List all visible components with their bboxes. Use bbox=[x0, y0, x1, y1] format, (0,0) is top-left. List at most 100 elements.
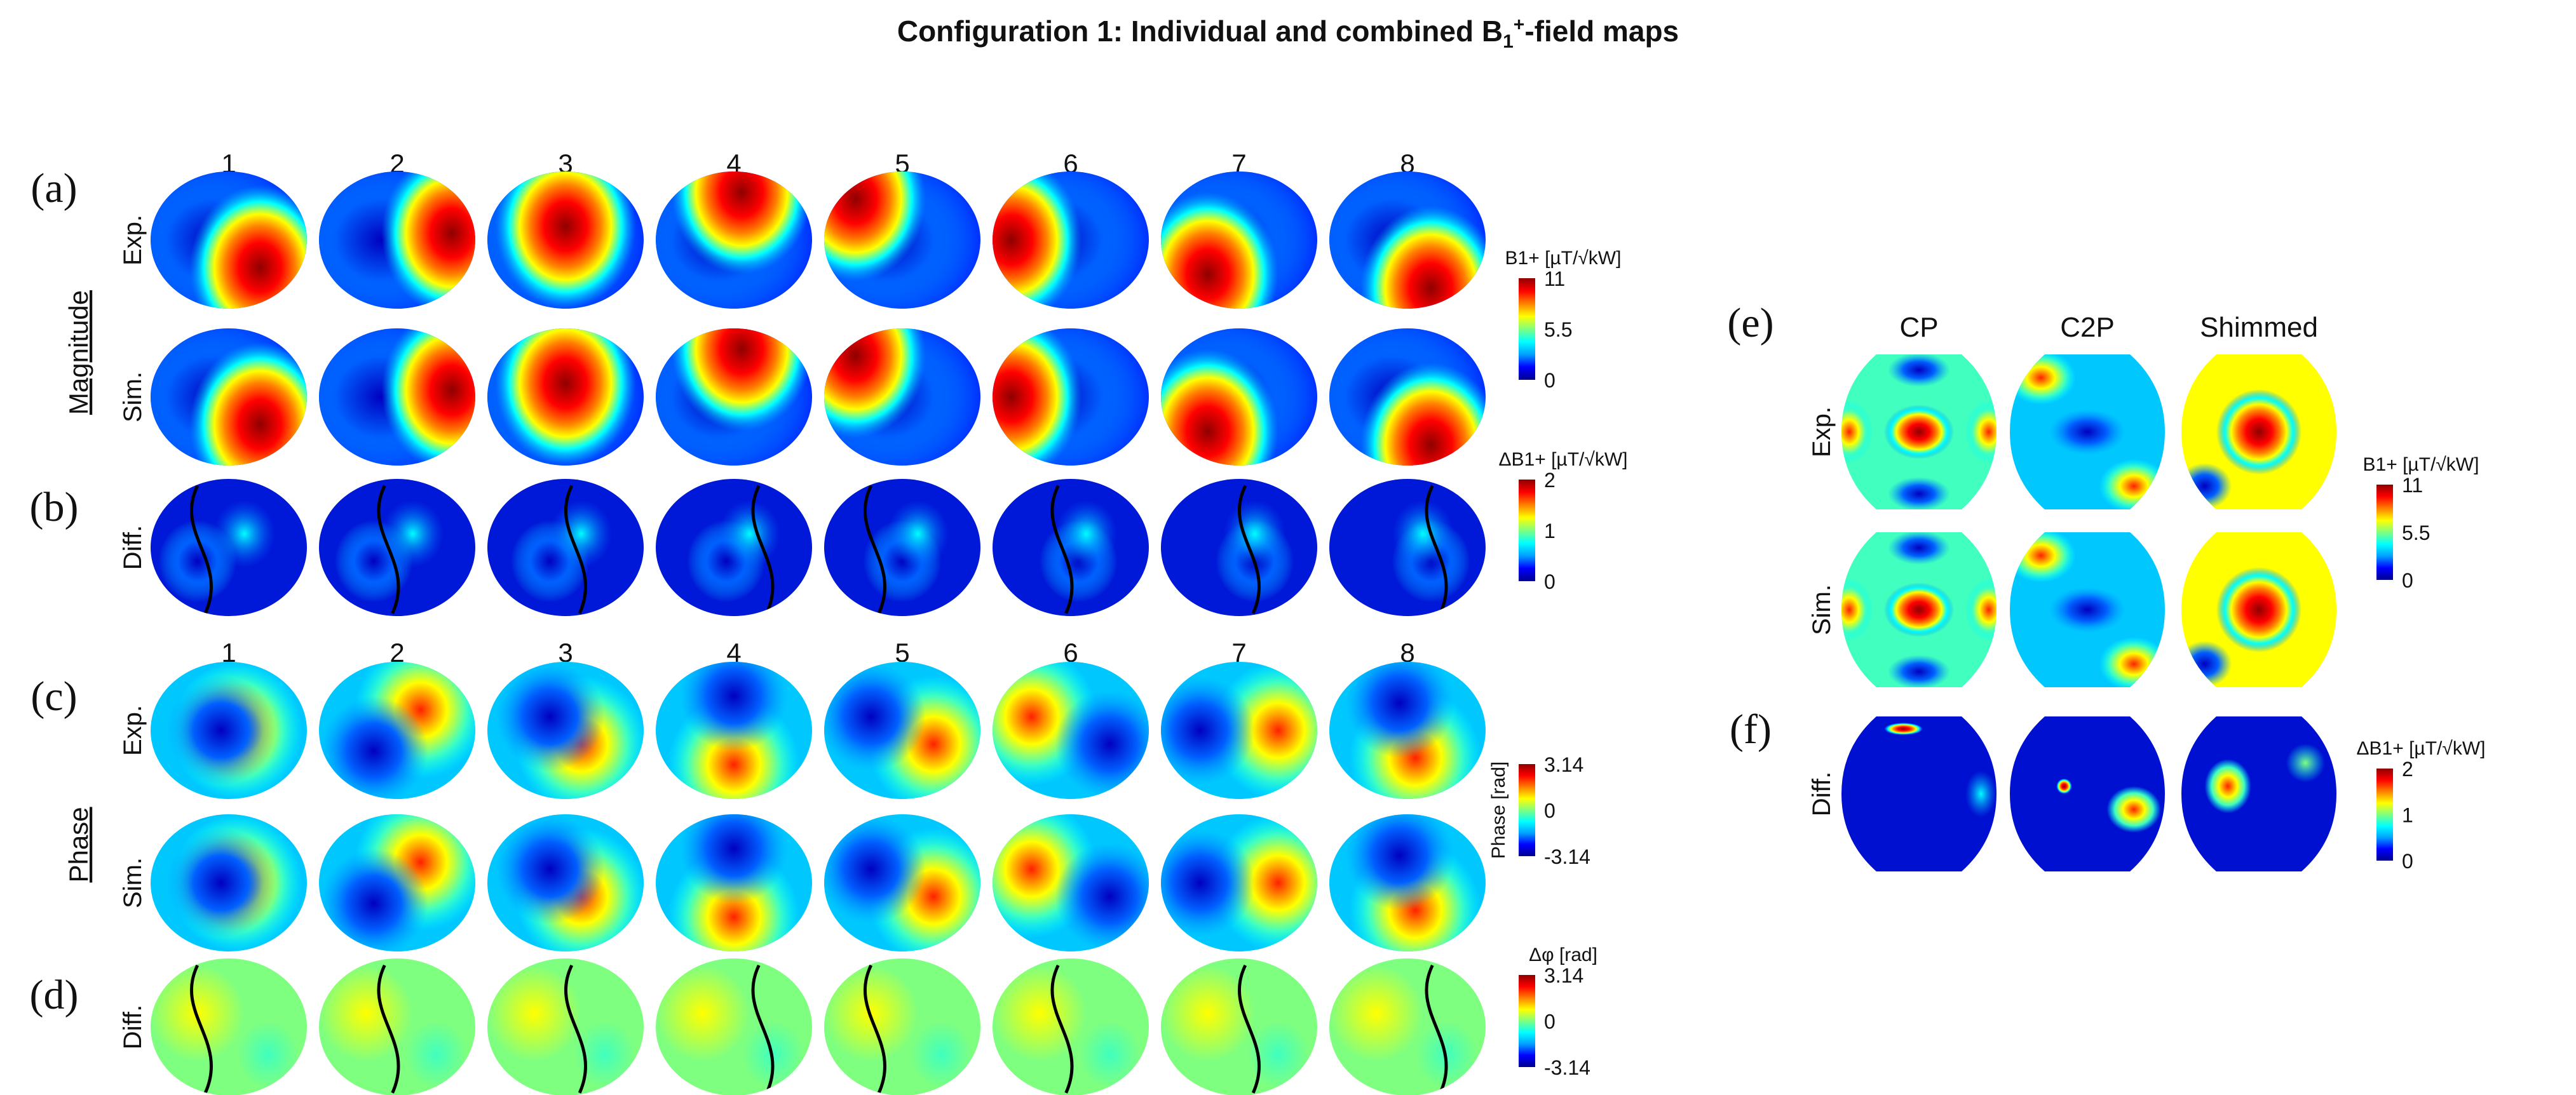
field-map bbox=[487, 958, 644, 1095]
panel-label-e: (e) bbox=[1727, 300, 1773, 346]
channel-number: 2 bbox=[390, 149, 404, 178]
field-map bbox=[2181, 354, 2336, 509]
field-map bbox=[993, 479, 1149, 616]
colorbar-tick: 2 bbox=[2402, 758, 2413, 781]
field-map bbox=[1329, 958, 1486, 1095]
field-map bbox=[1161, 171, 1317, 309]
colorbar-label: B1+ [µT/√kW] bbox=[2363, 454, 2479, 475]
field-map bbox=[319, 479, 475, 616]
colorbar-tick: 0 bbox=[2402, 850, 2413, 873]
field-map bbox=[2181, 716, 2336, 871]
row-label-sim: Sim. bbox=[1808, 584, 1836, 635]
colorbar-tick: 11 bbox=[2402, 474, 2423, 497]
colorbar-label: Δφ [rad] bbox=[1529, 944, 1597, 965]
field-map bbox=[151, 958, 307, 1095]
field-map bbox=[1329, 171, 1486, 309]
panel-label-f: (f) bbox=[1730, 706, 1772, 753]
row-label-sim: Sim. bbox=[119, 857, 147, 908]
field-map bbox=[151, 814, 307, 951]
field-map bbox=[2010, 532, 2165, 687]
field-map bbox=[656, 662, 812, 799]
field-map bbox=[993, 171, 1149, 309]
channel-number: 7 bbox=[1231, 638, 1246, 668]
field-map bbox=[1161, 479, 1317, 616]
field-map bbox=[487, 171, 644, 309]
channel-number: 5 bbox=[895, 149, 909, 178]
field-map bbox=[1329, 662, 1486, 799]
field-map bbox=[1329, 479, 1486, 616]
field-map bbox=[487, 328, 644, 466]
row-label-exp: Exp. bbox=[119, 705, 147, 756]
colorbar-tick: 0 bbox=[2402, 569, 2413, 592]
field-map bbox=[993, 814, 1149, 951]
row-label-exp: Exp. bbox=[119, 215, 147, 265]
field-map bbox=[656, 814, 812, 951]
colorbar-tick: 0 bbox=[1544, 800, 1556, 823]
shim-mode-label: CP bbox=[1899, 312, 1938, 343]
colorbar-tick: 5.5 bbox=[1544, 318, 1572, 341]
panel-label-d: (d) bbox=[30, 972, 79, 1018]
colorbar-b1: 11 5.5 0 B1+ [µT/√kW] bbox=[1505, 248, 1622, 392]
field-map bbox=[487, 479, 644, 616]
channel-number: 4 bbox=[726, 149, 741, 178]
channel-number: 3 bbox=[558, 149, 573, 178]
colorbar-tick: 3.14 bbox=[1544, 964, 1583, 987]
field-map bbox=[656, 171, 812, 309]
field-map bbox=[1841, 716, 1996, 871]
field-map bbox=[1161, 328, 1317, 466]
row-label-sim: Sim. bbox=[119, 372, 147, 422]
field-map bbox=[656, 479, 812, 616]
channel-number: 6 bbox=[1063, 149, 1078, 178]
field-map bbox=[993, 958, 1149, 1095]
colorbar-tick: 3.14 bbox=[1544, 753, 1583, 776]
colorbar-tick: 0 bbox=[1544, 369, 1556, 392]
field-map bbox=[151, 479, 307, 616]
field-map bbox=[1161, 662, 1317, 799]
colorbar-tick: 5.5 bbox=[2402, 521, 2430, 544]
field-map bbox=[1329, 814, 1486, 951]
field-map bbox=[824, 814, 980, 951]
colorbar-tick: 11 bbox=[1544, 267, 1565, 290]
field-map bbox=[319, 662, 475, 799]
field-map bbox=[824, 328, 980, 466]
group-label-phase: Phase bbox=[64, 807, 93, 882]
field-map bbox=[1841, 354, 1996, 509]
field-map bbox=[824, 479, 980, 616]
field-map bbox=[1841, 532, 1996, 687]
field-map bbox=[2181, 532, 2336, 687]
field-map bbox=[319, 171, 475, 309]
row-label-diff: Diff. bbox=[1808, 772, 1836, 816]
figure-title: Configuration 1: Individual and combined… bbox=[897, 14, 1679, 53]
field-map bbox=[487, 814, 644, 951]
field-map bbox=[2010, 354, 2165, 509]
panel-label-b: (b) bbox=[30, 484, 79, 530]
channel-number: 4 bbox=[726, 638, 741, 668]
group-label-magnitude: Magnitude bbox=[64, 290, 93, 415]
field-map bbox=[487, 662, 644, 799]
field-map bbox=[1329, 328, 1486, 466]
colorbar-tick: 1 bbox=[1544, 520, 1556, 542]
colorbar-tick: 2 bbox=[1544, 469, 1556, 492]
field-map bbox=[656, 958, 812, 1095]
field-map bbox=[1161, 814, 1317, 951]
colorbar-tick: -3.14 bbox=[1544, 1056, 1590, 1079]
field-map bbox=[824, 958, 980, 1095]
colorbar-label: ΔB1+ [µT/√kW] bbox=[1499, 449, 1628, 470]
channel-number: 3 bbox=[558, 638, 573, 668]
colorbar-tick: 1 bbox=[2402, 804, 2413, 827]
shim-mode-label: C2P bbox=[2060, 312, 2115, 343]
colorbar-b1-right: 11 5.5 0 B1+ [µT/√kW] bbox=[2363, 454, 2479, 592]
colorbar-label: B1+ [µT/√kW] bbox=[1505, 248, 1622, 269]
panel-label-a: (a) bbox=[31, 165, 77, 212]
field-map bbox=[319, 958, 475, 1095]
colorbar-tick: -3.14 bbox=[1544, 845, 1590, 868]
channel-number: 8 bbox=[1400, 638, 1414, 668]
channel-number: 2 bbox=[390, 638, 404, 668]
field-map bbox=[319, 814, 475, 951]
panel-label-c: (c) bbox=[31, 673, 77, 720]
